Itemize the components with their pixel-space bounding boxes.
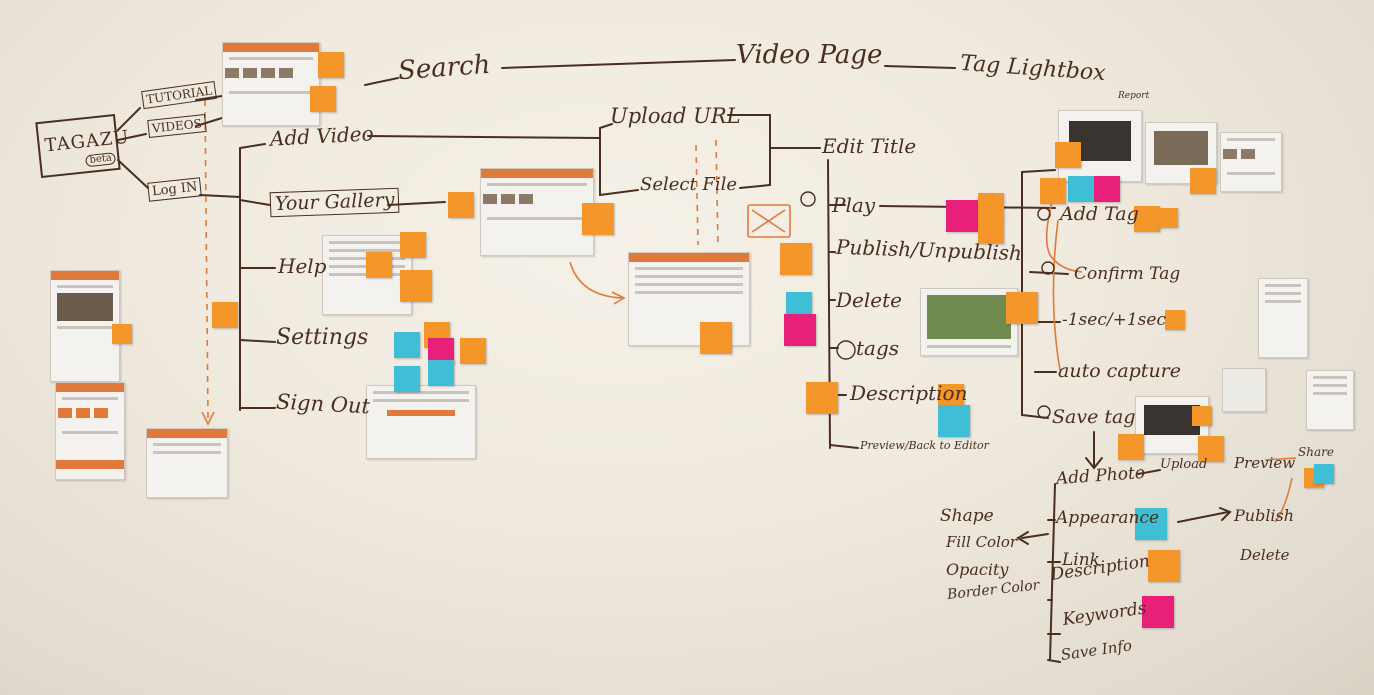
tagazu-logo: TAGAZU beta xyxy=(35,113,131,179)
sticky-note xyxy=(1055,142,1081,168)
video-page-label: Video Page xyxy=(736,40,883,70)
publish-unpublish-item: Publish/Unpublish xyxy=(835,234,1023,266)
add-video-item: Add Video xyxy=(269,121,375,151)
sticky-note xyxy=(366,252,392,278)
sticky-note xyxy=(1192,406,1212,426)
sticky-note xyxy=(394,332,420,358)
beta-badge: beta xyxy=(85,152,117,168)
select-file-item: Select File xyxy=(640,174,738,195)
sec-adjust-item: -1sec/+1sec xyxy=(1062,310,1166,330)
tagazu-logo-text: TAGAZU xyxy=(43,126,131,157)
add-tag-item: Add Tag xyxy=(1060,203,1139,225)
delete-flow-item: Delete xyxy=(1240,546,1290,564)
sticky-note xyxy=(1118,434,1144,460)
sticky-note xyxy=(946,200,978,232)
thermostat xyxy=(1222,368,1266,412)
your-gallery-item: Your Gallery xyxy=(269,187,400,218)
sticky-note xyxy=(582,203,614,235)
sticky-note xyxy=(400,232,426,258)
sticky-note xyxy=(1068,176,1094,202)
sticky-note xyxy=(460,338,486,364)
link-item: Link xyxy=(1062,550,1100,570)
sticky-note xyxy=(1165,310,1185,330)
notice-printout xyxy=(1306,370,1354,430)
gallery-page-printout xyxy=(480,168,594,256)
sticky-note xyxy=(700,322,732,354)
delete-item: Delete xyxy=(836,288,902,312)
video-editor-printout xyxy=(920,288,1018,356)
description-item: Description xyxy=(850,381,968,405)
home-page-printout xyxy=(50,270,120,382)
sticky-note xyxy=(786,292,812,318)
appearance-item: Appearance xyxy=(1056,508,1160,528)
fill-color-option: Fill Color xyxy=(946,533,1018,551)
save-tag-item: Save tag xyxy=(1052,406,1136,428)
sticky-note xyxy=(1006,292,1038,324)
upload-url-item: Upload URL xyxy=(610,104,741,128)
sticky-note xyxy=(1148,550,1180,582)
sticky-note xyxy=(428,338,454,364)
general-assembly-printout xyxy=(1258,278,1308,358)
landing-page-printout xyxy=(55,382,125,480)
tags-item: tags xyxy=(856,336,900,360)
help-item: Help xyxy=(278,254,327,278)
sticky-note xyxy=(978,218,1004,244)
sticky-note xyxy=(400,270,432,302)
sticky-note xyxy=(1158,208,1178,228)
report-label: Report xyxy=(1118,91,1150,101)
sign-out-item: Sign Out xyxy=(275,389,371,419)
sticky-note xyxy=(784,314,816,346)
sticky-note xyxy=(1142,596,1174,628)
sticky-note xyxy=(1190,168,1216,194)
confirm-tag-item: Confirm Tag xyxy=(1074,264,1181,284)
shape-option: Shape xyxy=(940,506,994,526)
sticky-note xyxy=(938,405,970,437)
sticky-note xyxy=(806,382,838,414)
lightbox-printout-3 xyxy=(1220,132,1282,192)
sticky-note xyxy=(1314,464,1334,484)
sticky-note xyxy=(1198,436,1224,462)
modal-printout xyxy=(146,428,228,498)
sticky-note xyxy=(310,86,336,112)
share-item: Share xyxy=(1298,445,1334,459)
search-label: Search xyxy=(397,49,492,87)
auto-capture-item: auto capture xyxy=(1058,360,1182,382)
sticky-note xyxy=(318,52,344,78)
publish-item: Publish xyxy=(1234,506,1295,525)
play-item: Play xyxy=(832,193,876,217)
settings-item: Settings xyxy=(276,325,369,350)
sticky-note xyxy=(112,324,132,344)
search-page-printout xyxy=(222,42,320,126)
sticky-note xyxy=(448,192,474,218)
sticky-note xyxy=(1094,176,1120,202)
sticky-note xyxy=(1134,206,1160,232)
sticky-note xyxy=(212,302,238,328)
sticky-note xyxy=(394,366,420,392)
save-tag-printout xyxy=(1135,396,1209,454)
sticky-note xyxy=(1135,508,1167,540)
preview-item: Preview xyxy=(1234,454,1296,472)
sticky-note xyxy=(780,243,812,275)
preview-back-item: Preview/Back to Editor xyxy=(860,439,989,452)
opacity-option: Opacity xyxy=(946,560,1009,579)
sticky-note xyxy=(978,193,1004,219)
upload-item: Upload xyxy=(1160,457,1208,472)
settings-page-printout xyxy=(366,385,476,459)
sticky-note xyxy=(428,360,454,386)
sticky-note xyxy=(1040,178,1066,204)
edit-title-item: Edit Title xyxy=(822,134,917,158)
